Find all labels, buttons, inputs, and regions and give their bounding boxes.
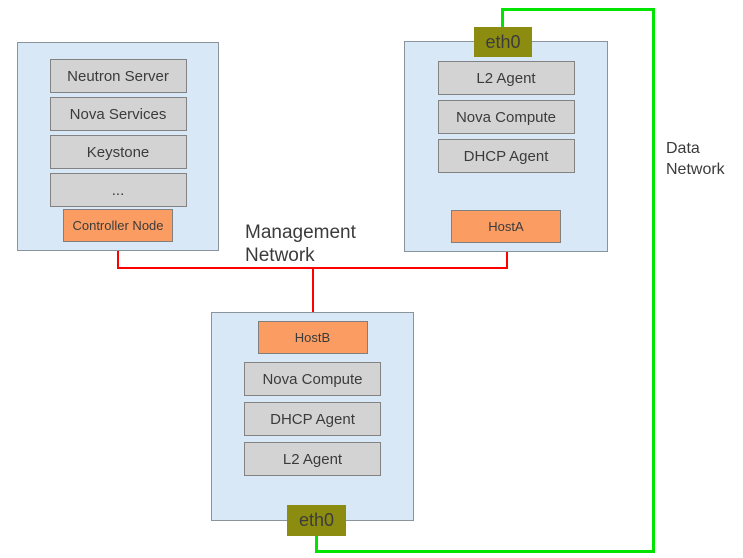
service-dhcp-agent-hostb: DHCP Agent bbox=[244, 402, 381, 436]
service-ellipsis: ... bbox=[49, 173, 187, 207]
controller-node-label: Controller Node bbox=[63, 209, 173, 242]
service-nova-compute-hostb: Nova Compute bbox=[244, 362, 381, 396]
service-neutron-server: Neutron Server bbox=[49, 59, 187, 93]
data-line-hostb-riser bbox=[315, 536, 318, 550]
data-line-hosta-riser bbox=[501, 8, 504, 27]
controller-node-box: Neutron Server Nova Services Keystone ..… bbox=[17, 42, 219, 251]
hosta-box: L2 Agent Nova Compute DHCP Agent HostA bbox=[404, 41, 608, 252]
management-line-controller-drop bbox=[117, 251, 119, 269]
data-network-label: Data Network bbox=[666, 140, 725, 178]
service-l2-agent-hostb: L2 Agent bbox=[244, 442, 381, 476]
data-line-bottom bbox=[315, 550, 655, 553]
service-keystone: Keystone bbox=[49, 135, 187, 169]
service-nova-compute-hosta: Nova Compute bbox=[437, 100, 575, 134]
hosta-label: HostA bbox=[451, 210, 561, 243]
management-line-bus bbox=[117, 267, 508, 269]
hosta-eth0-tag: eth0 bbox=[474, 27, 532, 57]
hostb-service-stack: HostB Nova Compute DHCP Agent L2 Agent bbox=[212, 313, 413, 476]
data-line-right bbox=[652, 8, 655, 553]
hosta-service-stack: L2 Agent Nova Compute DHCP Agent bbox=[405, 42, 607, 173]
service-nova-services: Nova Services bbox=[49, 97, 187, 131]
data-line-top bbox=[501, 8, 655, 11]
service-dhcp-agent-hosta: DHCP Agent bbox=[437, 139, 575, 173]
hostb-eth0-tag: eth0 bbox=[287, 505, 346, 536]
hostb-box: HostB Nova Compute DHCP Agent L2 Agent bbox=[211, 312, 414, 521]
management-network-label: Management Network bbox=[245, 222, 356, 266]
controller-service-stack: Neutron Server Nova Services Keystone ..… bbox=[18, 43, 218, 207]
management-line-hosta-drop bbox=[506, 252, 508, 267]
hostb-label: HostB bbox=[257, 321, 368, 354]
service-l2-agent-hosta: L2 Agent bbox=[437, 61, 575, 95]
management-line-hostb-drop bbox=[312, 269, 314, 312]
